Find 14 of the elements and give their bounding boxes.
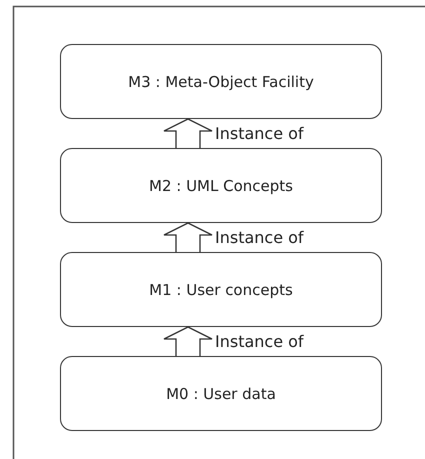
layer-label: M1 : User concepts (149, 280, 293, 298)
layer-box (60, 356, 382, 431)
block-arrow (163, 118, 213, 149)
layer-label: M0 : User data (166, 384, 276, 402)
layer-label: M3 : Meta-Object Facility (128, 72, 314, 90)
edge-label: Instance of (215, 332, 304, 350)
edge-label: Instance of (215, 124, 304, 142)
layer-box (60, 44, 382, 119)
block-arrow (163, 222, 213, 253)
layer-box (60, 252, 382, 327)
layer-label: M2 : UML Concepts (149, 176, 293, 194)
edge-label: Instance of (215, 228, 304, 246)
layer-box (60, 148, 382, 223)
block-arrow (163, 326, 213, 357)
